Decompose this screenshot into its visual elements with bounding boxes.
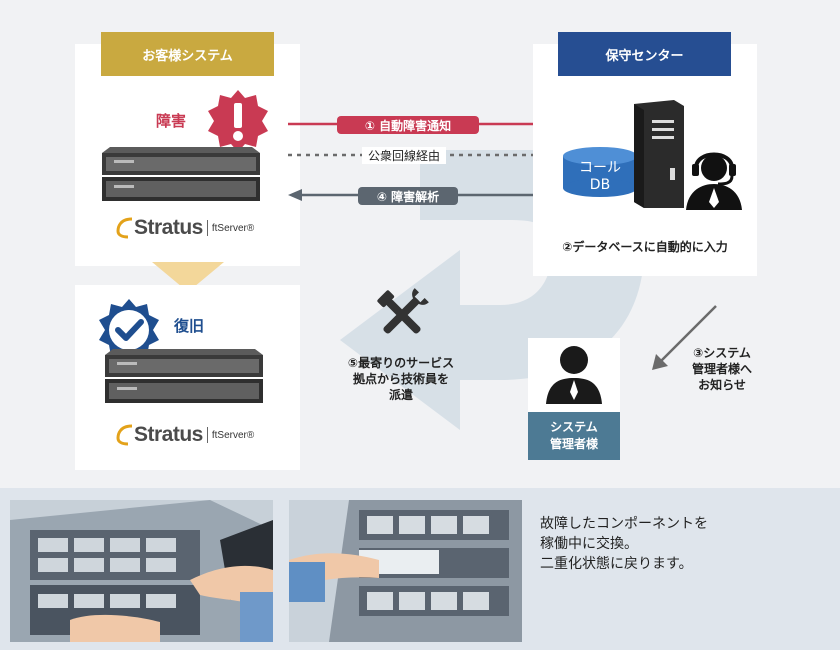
public-line-label: 公衆回線経由 <box>362 147 447 164</box>
fault-label: 障害 <box>156 112 187 130</box>
down-chevron-icon <box>152 262 224 292</box>
db-label-line1: コール <box>579 160 621 176</box>
maintenance-center-header: 保守センター <box>558 32 731 76</box>
logo-brand: Stratus <box>134 216 203 239</box>
server-unit-faulty <box>102 147 260 201</box>
note-line2: 稼働中に交換。 <box>540 536 638 552</box>
step2-text: ②データベースに自動的に入力 <box>562 240 728 254</box>
admin-box <box>528 412 620 460</box>
server-unit-recovered <box>105 349 263 403</box>
stratus-swoosh-icon <box>116 424 133 446</box>
wrench-icon <box>377 288 429 334</box>
notify-admin-arrow <box>652 305 717 370</box>
database-icon <box>563 147 637 197</box>
step3-line1: ③システム <box>693 346 751 360</box>
user-silhouette-icon <box>546 346 602 404</box>
alert-badge-icon <box>208 90 268 152</box>
step4-pill: ④ 障害解析 <box>358 187 458 205</box>
photo-component-swap-1 <box>10 500 273 642</box>
logo-product: ftServer® <box>211 222 255 234</box>
step5-line1: ⑤最寄りのサービス <box>347 356 455 370</box>
stratus-logo-bottom: Stratus ftServer® <box>116 423 254 447</box>
photo-component-swap-2 <box>289 500 522 642</box>
step5-line3: 派遣 <box>388 388 413 402</box>
logo-brand: Stratus <box>134 423 203 446</box>
recovered-label: 復旧 <box>174 317 205 335</box>
db-label-line2: DB <box>589 177 611 193</box>
stratus-swoosh-icon <box>116 217 133 239</box>
step3-line2: 管理者様へ <box>691 362 752 376</box>
admin-box-line1: システム <box>550 420 598 434</box>
note-line3: 二重化状態に戻ります。 <box>540 556 693 572</box>
operator-headset-icon <box>686 152 742 210</box>
note-line1: 故障したコンポーネントを <box>540 516 708 532</box>
server-tower-icon <box>634 100 684 208</box>
customer-system-header: お客様システム <box>101 32 274 76</box>
step3-line3: お知らせ <box>698 378 746 392</box>
bottom-note: 故障したコンポーネントを 稼働中に交換。 二重化状態に戻ります。 <box>540 514 708 574</box>
step5-line2: 拠点から技術員を <box>352 372 449 386</box>
admin-box-line2: 管理者様 <box>549 437 598 451</box>
step1-pill: ① 自動障害通知 <box>337 116 479 134</box>
public-line-dotted <box>288 153 550 157</box>
logo-product: ftServer® <box>211 429 255 441</box>
check-badge-icon <box>99 299 159 361</box>
stratus-logo-top: Stratus ftServer® <box>116 216 254 240</box>
